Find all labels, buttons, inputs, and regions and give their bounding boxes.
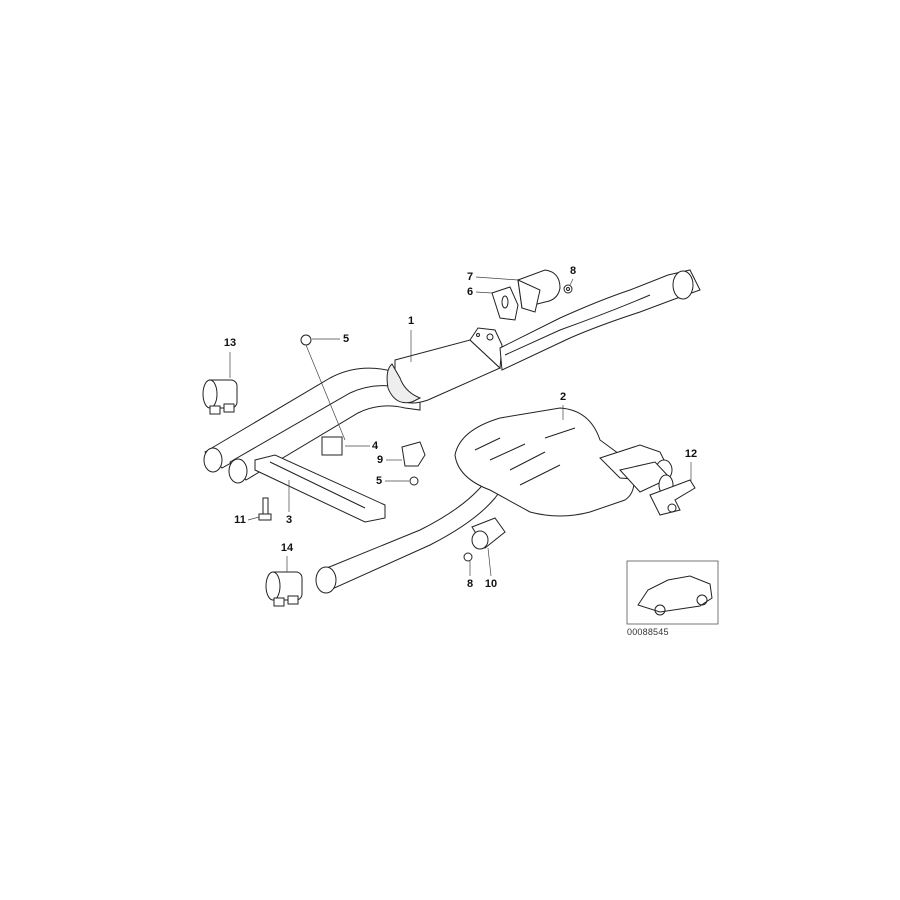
center-silencer — [386, 327, 503, 404]
callout-12[interactable]: 12 — [684, 448, 698, 460]
nut-top — [300, 334, 312, 346]
callout-11[interactable]: 11 — [234, 514, 246, 526]
callout-1[interactable]: 1 — [407, 315, 415, 327]
callout-3[interactable]: 3 — [285, 514, 293, 526]
rear-silencer — [454, 407, 674, 517]
callout-14[interactable]: 14 — [280, 542, 294, 554]
heat-shield — [254, 454, 386, 523]
callout-8-top[interactable]: 8 — [569, 265, 577, 277]
pipe-connector — [463, 517, 506, 562]
reference-code: 00088545 — [627, 627, 669, 637]
rear-pipes — [499, 269, 701, 371]
callout-9[interactable]: 9 — [376, 454, 384, 466]
nut-lower — [409, 476, 419, 486]
callout-7[interactable]: 7 — [466, 271, 474, 283]
bracket-mount — [401, 441, 426, 467]
rubber-mount — [321, 436, 343, 456]
callout-6[interactable]: 6 — [466, 286, 474, 298]
callout-10[interactable]: 10 — [484, 578, 498, 590]
rear-bracket — [649, 479, 696, 516]
clamp-14 — [265, 571, 303, 607]
callout-5-lower[interactable]: 5 — [375, 475, 383, 487]
vehicle-inset — [626, 560, 719, 625]
callout-8-lower[interactable]: 8 — [466, 578, 474, 590]
leader-lines — [229, 276, 692, 577]
lower-pipe — [315, 469, 511, 594]
bolt — [258, 497, 272, 521]
flange-assembly — [491, 269, 573, 321]
callout-13[interactable]: 13 — [223, 337, 237, 349]
callout-5-top[interactable]: 5 — [342, 333, 350, 345]
callout-2[interactable]: 2 — [559, 391, 567, 403]
clamp-13 — [202, 379, 238, 415]
callout-4[interactable]: 4 — [371, 440, 379, 452]
